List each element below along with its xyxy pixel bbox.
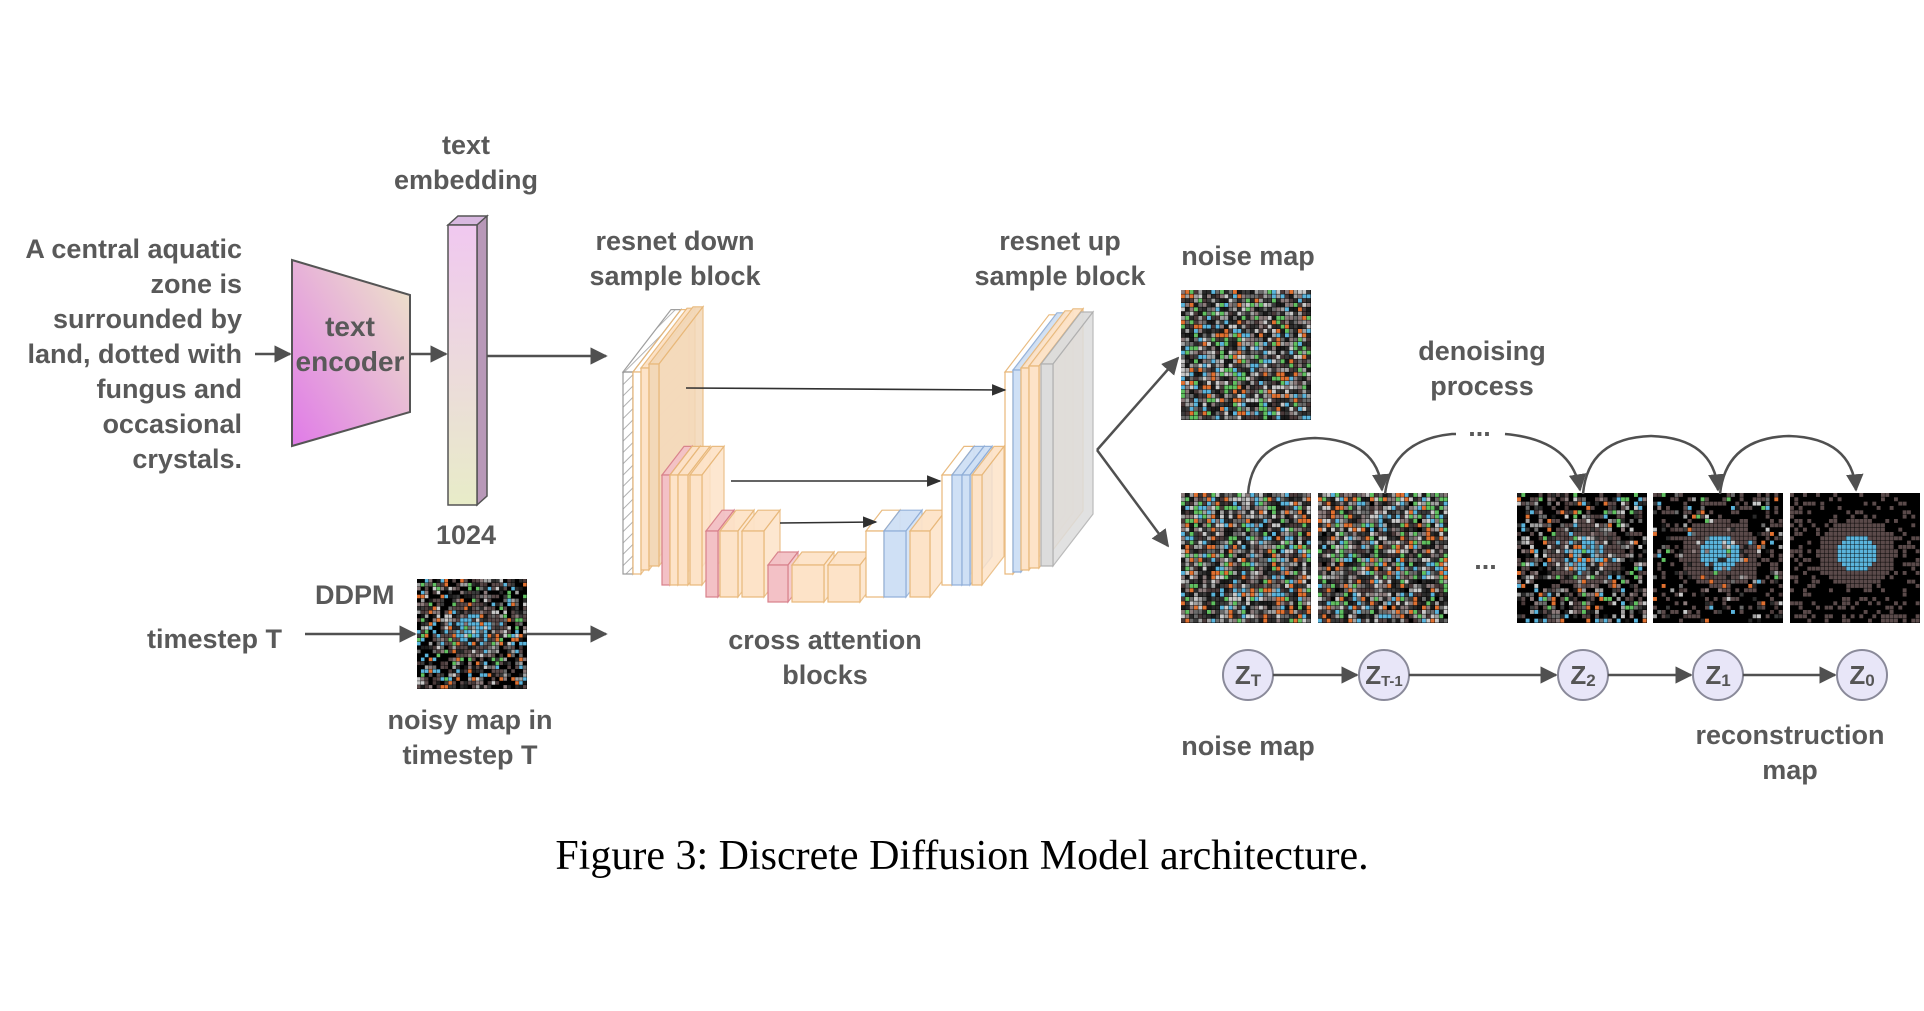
reconstruction-map-line: reconstruction xyxy=(1665,718,1915,753)
text-embedding-line: text xyxy=(366,128,566,163)
prompt-line: zone is xyxy=(0,267,242,302)
denoising-process-line: process xyxy=(1372,369,1592,404)
noisy-map-timestep-image xyxy=(417,579,527,689)
text-encoder-line: text xyxy=(285,309,415,344)
ellipsis-top: ... xyxy=(1452,410,1507,445)
unet-blocks xyxy=(623,307,1093,602)
output-arrow-bottom xyxy=(1097,450,1168,546)
embedding-dim-label: 1024 xyxy=(416,518,516,553)
latent-node: ZT xyxy=(1223,650,1273,700)
reconstruction-map-z0-image xyxy=(1790,493,1920,623)
text-embedding-bar xyxy=(448,216,487,505)
cross-attention-up-block xyxy=(910,510,946,597)
text-encoder-line: encoder xyxy=(285,344,415,379)
ddpm-label: DDPM xyxy=(315,578,395,613)
latent-node: ZT-1 xyxy=(1359,650,1409,700)
latent-node: Z1 xyxy=(1693,650,1743,700)
ellipsis-mid: ... xyxy=(1458,543,1513,578)
bottleneck-block xyxy=(828,552,870,602)
noise-map-zt1-image xyxy=(1318,493,1448,623)
resnet-down-line: resnet down xyxy=(560,224,790,259)
prompt-line: surrounded by xyxy=(0,302,242,337)
latent-node: Z0 xyxy=(1837,650,1887,700)
prompt-line: crystals. xyxy=(0,442,242,477)
denoising-arcs xyxy=(1248,434,1856,494)
reconstruction-map-line: map xyxy=(1665,753,1915,788)
prompt-line: land, dotted with xyxy=(0,337,242,372)
prompt-line: fungus and xyxy=(0,372,242,407)
prompt-line: A central aquatic xyxy=(0,232,242,267)
intermediate-map-z2-image xyxy=(1517,493,1647,623)
resnet-down-line: sample block xyxy=(560,259,790,294)
noise-map-top-image xyxy=(1181,290,1311,420)
prompt-line: occasional xyxy=(0,407,242,442)
output-arrow-top xyxy=(1097,358,1178,450)
figure-caption: Figure 3: Discrete Diffusion Model archi… xyxy=(0,832,1924,880)
latent-node: Z2 xyxy=(1558,650,1608,700)
noisy-map-line: timestep T xyxy=(350,738,590,773)
resnet-up-line: sample block xyxy=(945,259,1175,294)
resnet-up-line: resnet up xyxy=(945,224,1175,259)
intermediate-map-z1-image xyxy=(1653,493,1783,623)
text-embedding-line: embedding xyxy=(366,163,566,198)
skip-connection-3 xyxy=(780,522,876,523)
denoising-process-line: denoising xyxy=(1372,334,1592,369)
cross-attention-line: blocks xyxy=(700,658,950,693)
cross-attention-line: cross attention xyxy=(700,623,950,658)
timestep-label: timestep T xyxy=(147,622,282,657)
skip-connection-1 xyxy=(686,388,1005,390)
latent-chain: ZT ZT-1 Z2 Z1 Z0 xyxy=(1223,650,1887,700)
noise-map-zt-image xyxy=(1181,493,1311,623)
noise-map-bottom-label: noise map xyxy=(1148,729,1348,764)
noise-map-top-label: noise map xyxy=(1148,239,1348,274)
noisy-map-line: noisy map in xyxy=(350,703,590,738)
